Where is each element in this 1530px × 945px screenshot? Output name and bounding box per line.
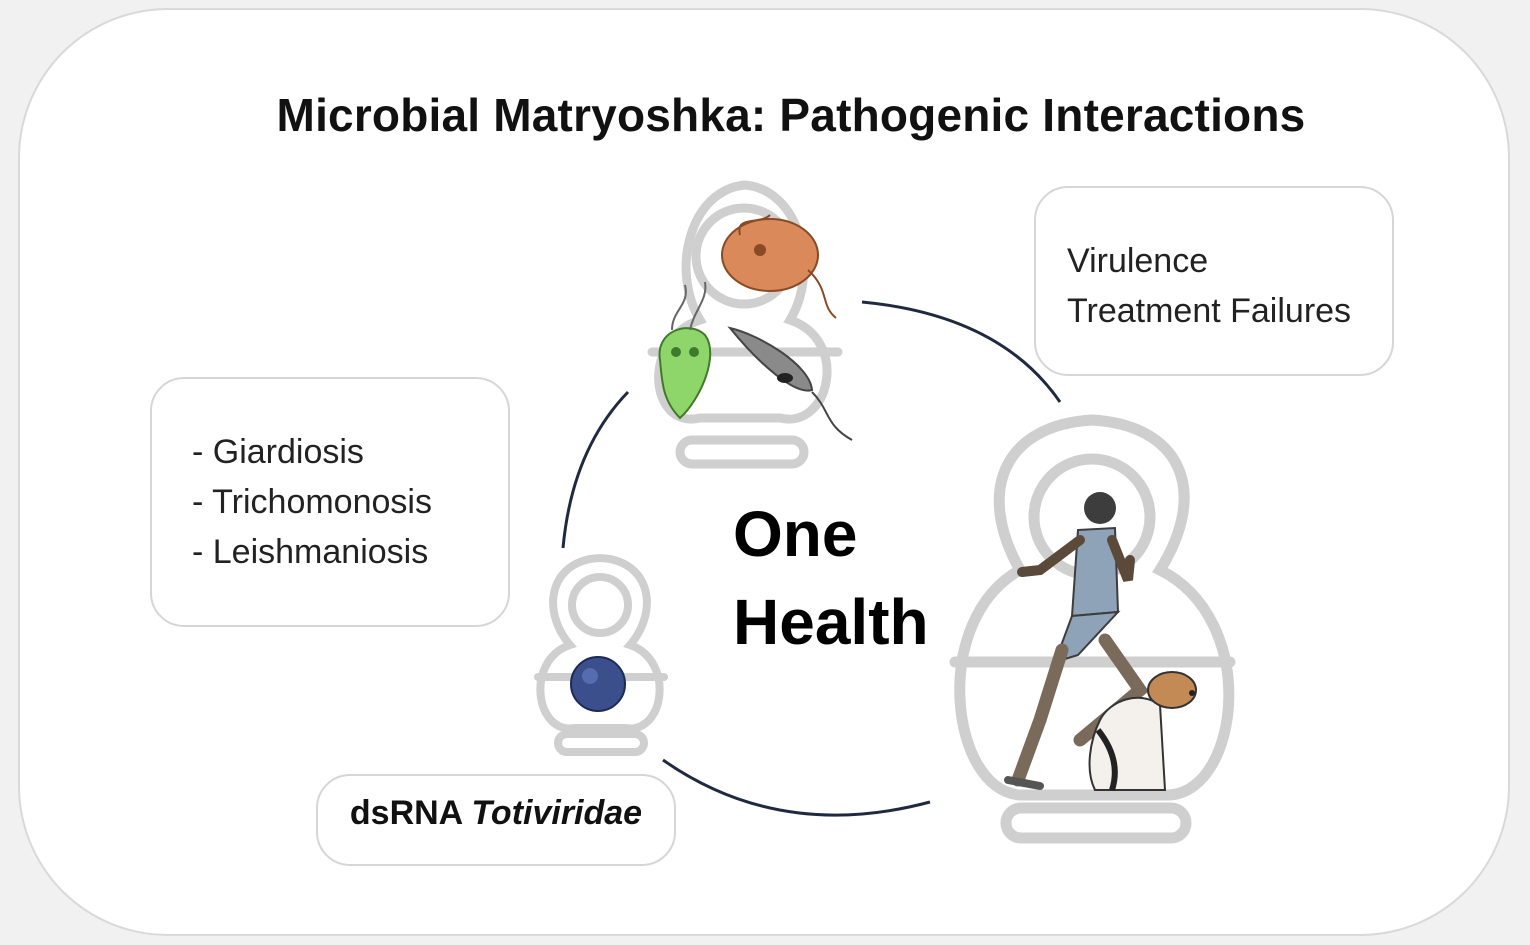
- cycle-arrow-bottom: [662, 758, 931, 817]
- host-doll: [949, 414, 1236, 844]
- cycle-arrow-top-right: [861, 300, 1062, 403]
- disease-item-trichomonosis: - Trichomonosis: [192, 483, 432, 521]
- virus-box: dsRNA Totiviridae: [316, 774, 676, 866]
- disease-item-giardiosis: - Giardiosis: [192, 433, 364, 471]
- dog-icon: [1088, 671, 1197, 791]
- virus-label-plain: dsRNA: [349, 794, 462, 832]
- leishmania-icon: [727, 326, 853, 441]
- virus-particle-icon: [570, 656, 626, 712]
- virus-label-italic: Totiviridae: [471, 794, 643, 832]
- disease-item-leishmaniosis: - Leishmaniosis: [192, 533, 429, 571]
- one-health-label: One Health: [733, 490, 929, 666]
- cycle-arrow-left: [561, 390, 630, 549]
- one-health-line-1: One: [733, 498, 858, 570]
- effect-item-treatment-failures: Treatment Failures: [1067, 292, 1352, 330]
- effect-item-virulence: Virulence: [1067, 242, 1209, 280]
- one-health-line-2: Health: [733, 586, 929, 658]
- virus-doll: [534, 553, 668, 756]
- effects-box: Virulence Treatment Failures: [1034, 186, 1394, 376]
- diseases-box: - Giardiosis - Trichomonosis - Leishmani…: [150, 377, 510, 627]
- giardia-icon: [658, 281, 712, 420]
- diagram-title: Microbial Matryoshka: Pathogenic Interac…: [276, 89, 1306, 141]
- trichomonas-icon: [721, 214, 837, 319]
